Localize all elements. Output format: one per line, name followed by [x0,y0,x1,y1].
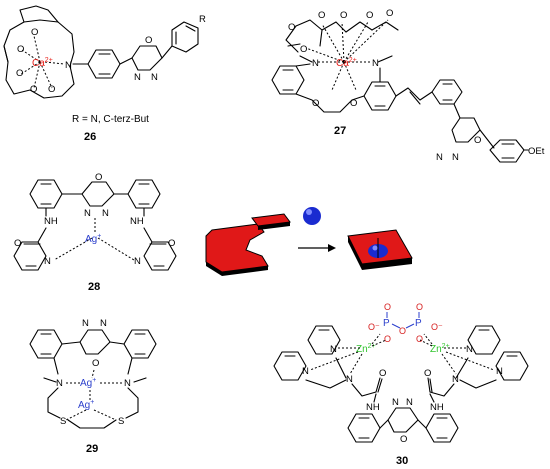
oxadiazole-n1-29: N [82,318,89,329]
metal-ag-28: Ag+ [85,233,101,245]
compound-28: O N N NH NH O O N N Ag+ 2 [13,172,177,293]
oxadiazole-n1-30: N [392,397,399,408]
guest-ball [303,207,321,225]
compound-number-27: 27 [334,125,346,137]
crown-o-4: O [30,84,37,95]
thioether-s2-29: S [118,416,124,427]
metal-ca-27: Ca2+ [336,57,357,69]
compound-number-26: 26 [84,131,96,143]
crown-o-1: O [31,27,38,38]
metal-ca-26: Ca2+ [32,57,53,69]
carbox-o-4: O [386,8,393,19]
pyridine-n2-28: N [134,256,141,267]
oxadiazole-n2-27: N [452,152,459,163]
oxadiazole-o-26: O [145,35,152,46]
compound-27: O O O O O O Ca2+ N N O O [271,8,545,163]
amine-n2-29: N [124,378,131,389]
carbox-o-2: O [340,10,347,21]
compound-29: N N O N N S S Ag+ Ag+ 29 [29,318,157,455]
pp-o-l2: O [384,334,391,344]
phosphorus-1-30: P [383,318,390,329]
carbox-o-3: O [366,10,373,21]
amide-nh1-28: NH [44,216,58,227]
thioether-s1-29: S [60,416,66,427]
carbonyl-o2-30: O [424,368,431,379]
metal-zn1-30: Zn2+ [356,343,376,355]
amine-n2-27: N [372,58,379,69]
carbox-o-1: O [318,10,325,21]
metal-ag2-29: Ag+ [78,399,94,411]
oxadiazole-o-29: O [92,358,99,369]
r-group-26: R [199,14,206,25]
phosphorus-2-30: P [415,318,422,329]
pp-o-top2: O [416,302,423,312]
amide-nh1-30: NH [366,402,380,413]
pyridine-n1-30: N [330,344,337,355]
oxadiazole-n1-28: N [84,208,91,219]
ether-o2-27: O [350,98,357,109]
oxadiazole-o-27: O [474,135,481,146]
crown-o-2: O [17,44,24,55]
ether-o1-27: O [312,98,319,109]
oxadiazole-n1-26: N [134,72,141,83]
amine-n-26: N [65,60,72,71]
crown-o-3: O [16,68,23,79]
metal-ag1-29: Ag+ [80,377,96,389]
oxadiazole-n2-28: N [102,208,109,219]
carbonyl-o2-28: O [168,238,175,249]
amine-n1-30: N [346,374,353,385]
compound-26: O O O O O Ca2+ N O N N R R = N, C-terz-B… [3,5,206,143]
pp-o-r1: O⁻ [431,322,443,332]
binding-scheme [205,207,413,276]
amide-nh2-30: NH [430,402,444,413]
metal-zn2-30: Zn2+ [430,343,450,355]
pp-o-bridge: O [399,326,406,336]
pp-o-top1: O [384,302,391,312]
compound-number-30: 30 [396,455,408,467]
carbox-o-5: O [288,22,295,33]
pyridine-n2-30: N [302,366,309,377]
compound-number-29: 29 [86,443,98,455]
carbonyl-o1-30: O [379,368,386,379]
pyridine-n1-28: N [44,256,51,267]
oxadiazole-n2-26: N [151,72,158,83]
caption-note-26: R = N, C-terz-But [72,114,149,125]
oxadiazole-n2-29: N [100,318,107,329]
carbonyl-o1-28: O [14,238,21,249]
pyridine-n4-30: N [496,366,503,377]
pp-o-l1: O⁻ [368,322,380,332]
oxadiazole-o-28: O [95,172,102,183]
carbox-o-6: O [300,44,307,55]
pp-o-r2: O [416,334,423,344]
amide-nh2-28: NH [130,216,144,227]
compound-30: O O P P O O⁻ O O⁻ O Zn2+ Zn2+ N N N N N [273,302,529,467]
oxadiazole-o-30: O [400,434,407,445]
oxadiazole-n2-30: N [406,397,413,408]
amine-n1-29: N [56,378,63,389]
compound-number-28: 28 [88,281,100,293]
amine-n2-30: N [452,374,459,385]
ethoxy-group-27: OEt [528,146,545,157]
oxadiazole-n1-27: N [436,152,443,163]
amine-n1-27: N [312,58,319,69]
pyridine-n3-30: N [466,344,473,355]
crown-o-5: O [48,84,55,95]
